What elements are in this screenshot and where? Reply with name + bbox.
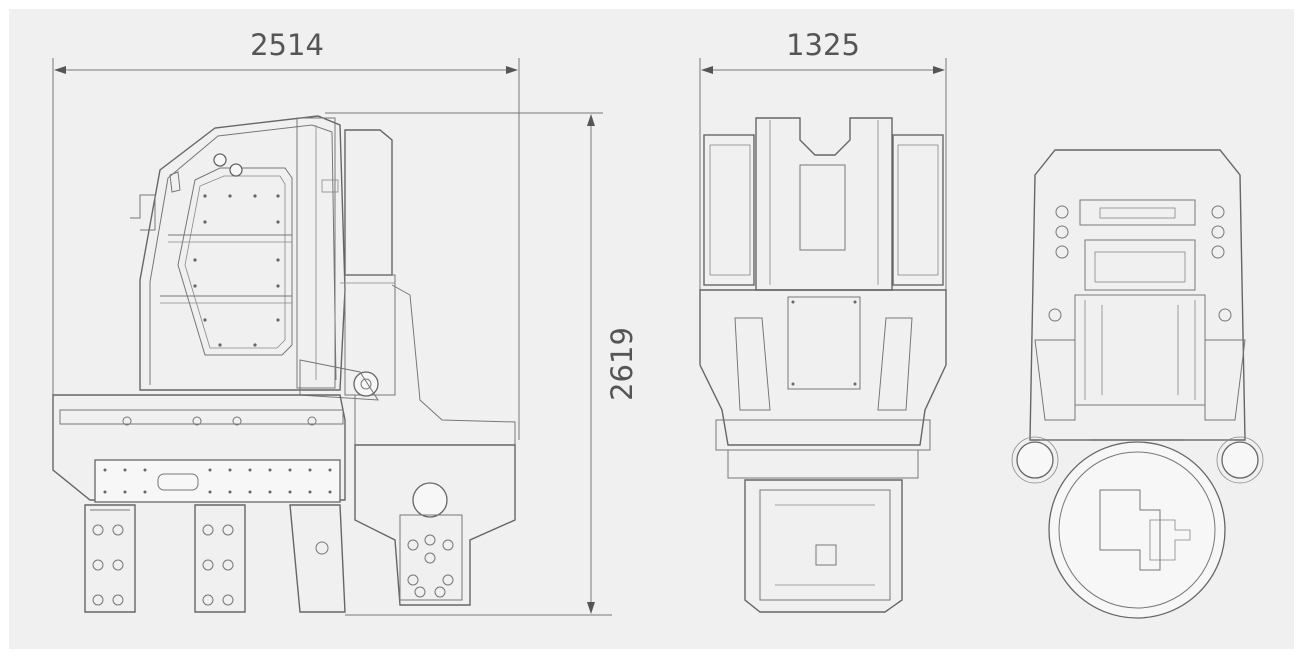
side-view <box>52 115 516 613</box>
dimension-height: 2619 <box>325 112 639 616</box>
dimension-width-front: 1325 <box>699 28 947 290</box>
dimension-label-2514: 2514 <box>250 28 324 62</box>
top-view <box>1011 149 1264 619</box>
dimension-label-1325: 1325 <box>786 28 860 62</box>
dimension-label-2619: 2619 <box>605 327 639 401</box>
dimension-width-side: 2514 <box>52 28 520 440</box>
front-view <box>699 117 947 613</box>
